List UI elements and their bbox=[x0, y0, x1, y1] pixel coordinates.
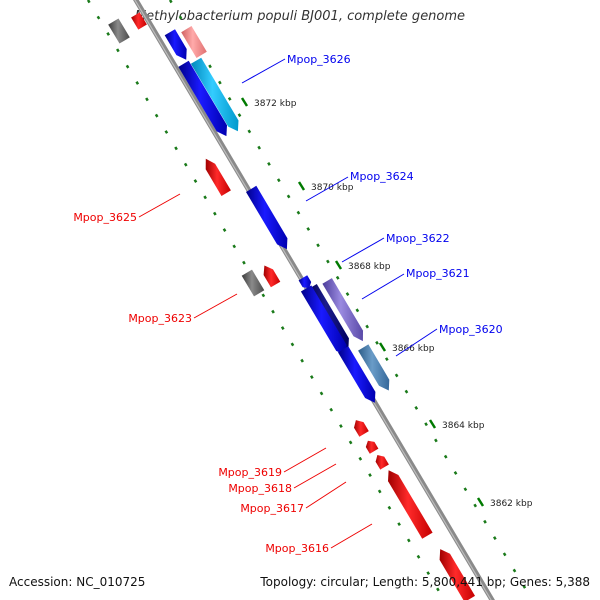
feature-purple[interactable] bbox=[322, 278, 363, 342]
gene-label-mpop-3620[interactable]: Mpop_3620 bbox=[439, 323, 503, 336]
gene-label-mpop-3619[interactable]: Mpop_3619 bbox=[218, 466, 282, 479]
feature-mpop-3618[interactable] bbox=[365, 440, 379, 454]
leader-line bbox=[341, 237, 385, 263]
feature-gray-top[interactable] bbox=[108, 18, 130, 44]
inner-tick-row bbox=[86, 0, 442, 594]
feature-mpop-3626[interactable] bbox=[190, 57, 239, 132]
leader-line bbox=[330, 523, 373, 549]
leader-line bbox=[361, 273, 405, 300]
feature-pink-a[interactable] bbox=[181, 26, 207, 58]
feature-mpop-3624[interactable] bbox=[246, 185, 288, 250]
leader-line bbox=[395, 328, 438, 357]
feature-mpop-3616[interactable] bbox=[388, 470, 433, 539]
feature-gray-mid[interactable] bbox=[241, 269, 265, 297]
tick-mark bbox=[428, 419, 437, 429]
outer-tick-row bbox=[168, 0, 530, 594]
tick-mark bbox=[240, 97, 249, 107]
feature-forward-c[interactable] bbox=[300, 285, 347, 356]
tick-mark bbox=[378, 342, 387, 352]
accession-text: Accession: NC_010725 bbox=[9, 575, 146, 589]
leader-line bbox=[293, 463, 337, 489]
tick-label: 3872 kbp bbox=[254, 99, 297, 109]
gene-label-mpop-3626[interactable]: Mpop_3626 bbox=[287, 53, 351, 66]
gene-label-mpop-3618[interactable]: Mpop_3618 bbox=[228, 482, 292, 495]
tick-label: 3868 kbp bbox=[348, 262, 391, 272]
leader-line bbox=[138, 193, 181, 218]
leader-line bbox=[193, 293, 238, 319]
gene-label-mpop-3617[interactable]: Mpop_3617 bbox=[240, 502, 304, 515]
feature-mpop-3620[interactable] bbox=[358, 344, 390, 391]
feature-mpop-3623[interactable] bbox=[263, 265, 281, 288]
feature-mpop-3617[interactable] bbox=[375, 455, 389, 470]
summary-text: Topology: circular; Length: 5,800,441 bp… bbox=[260, 575, 590, 589]
feature-red-top[interactable] bbox=[131, 12, 147, 30]
tick-label: 3862 kbp bbox=[490, 499, 533, 509]
feature-mpop-3619[interactable] bbox=[354, 420, 369, 437]
leader-line bbox=[241, 58, 286, 84]
gene-label-mpop-3622[interactable]: Mpop_3622 bbox=[386, 232, 450, 245]
tick-mark bbox=[297, 181, 306, 191]
gene-label-mpop-3623[interactable]: Mpop_3623 bbox=[128, 312, 192, 325]
tick-label: 3864 kbp bbox=[442, 421, 485, 431]
gene-label-mpop-3624[interactable]: Mpop_3624 bbox=[350, 170, 414, 183]
tick-mark bbox=[476, 497, 485, 507]
feature-mpop-3622[interactable] bbox=[298, 275, 312, 289]
leader-line bbox=[305, 481, 347, 509]
leader-line bbox=[283, 447, 327, 473]
map-title: Methylobacterium populi BJ001, complete … bbox=[134, 9, 466, 24]
gene-label-mpop-3616[interactable]: Mpop_3616 bbox=[265, 542, 329, 555]
tick-label: 3866 kbp bbox=[392, 344, 435, 354]
leader-line bbox=[305, 176, 349, 202]
feature-red-bottom[interactable] bbox=[439, 549, 475, 600]
feature-mpop-3625[interactable] bbox=[205, 158, 231, 196]
feature-forward-b[interactable] bbox=[164, 29, 187, 60]
tick-mark bbox=[334, 260, 343, 270]
gene-label-mpop-3621[interactable]: Mpop_3621 bbox=[406, 267, 470, 280]
tick-label: 3870 kbp bbox=[311, 183, 354, 193]
feature-forward-a[interactable] bbox=[178, 60, 227, 137]
feature-forward-d[interactable] bbox=[338, 346, 376, 403]
gene-label-mpop-3625[interactable]: Mpop_3625 bbox=[73, 211, 137, 224]
